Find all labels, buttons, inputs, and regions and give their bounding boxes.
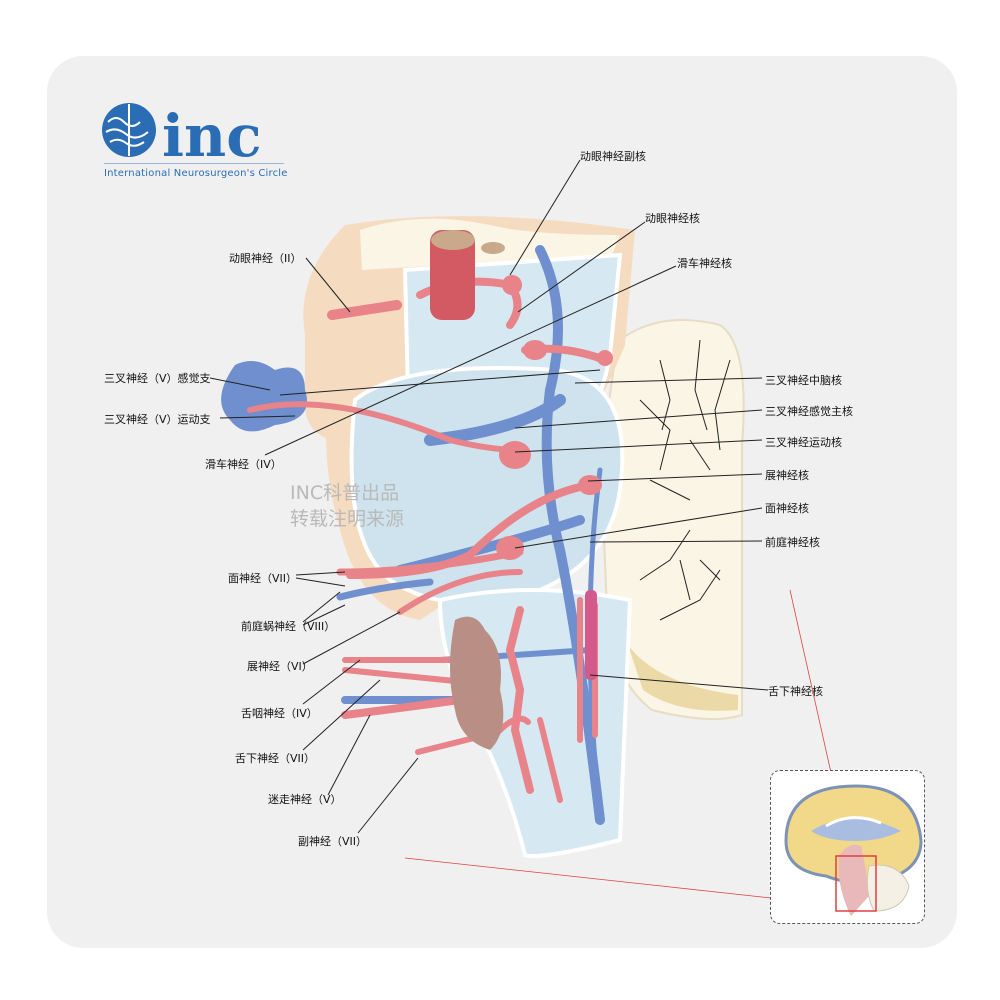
label-vestibular-nucleus: 前庭神经核 <box>765 536 820 549</box>
inc-logo: inc <box>102 102 262 170</box>
sagittal-brain-icon <box>784 784 923 916</box>
facial-nucleus-shape <box>496 536 524 560</box>
label-glossopharyngeal-nerve: 舌咽神经（IV） <box>241 707 318 720</box>
brain-overview-inset <box>770 770 925 924</box>
label-accessory-nerve: 副神经（VII） <box>298 835 368 848</box>
nuclei <box>430 230 613 750</box>
pointer-lines <box>209 159 769 834</box>
label-trigeminal-mesencephalic-nucleus: 三叉神经中脑核 <box>765 374 842 387</box>
trigeminal-ganglion <box>221 361 307 432</box>
label-trigeminal-principal-sensory-nucleus: 三叉神经感觉主核 <box>765 405 853 418</box>
abducens-nucleus-shape <box>578 475 602 495</box>
label-abducens-nerve: 展神经（VI） <box>247 660 313 673</box>
label-facial-nerve: 面神经（VII） <box>228 572 298 585</box>
label-trochlear-nerve: 滑车神经（IV） <box>205 458 282 471</box>
trochlear-nucleus-shape <box>523 340 547 360</box>
logo-wordmark: inc <box>162 102 262 170</box>
label-vagus-nerve: 迷走神经（V） <box>268 793 342 806</box>
label-hypoglossal-nerve: 舌下神经（VII） <box>235 752 316 765</box>
label-oculomotor-nucleus: 动眼神经核 <box>645 212 700 225</box>
red-nucleus <box>430 230 475 320</box>
trigeminal-motor-nucleus-shape <box>499 441 531 469</box>
label-abducens-nucleus: 展神经核 <box>765 469 809 482</box>
label-vestibulocochlear-nerve: 前庭蜗神经（VIII） <box>241 620 336 633</box>
hypoglossal-nucleus-shape <box>585 590 597 680</box>
edinger-westphal-nucleus <box>502 275 522 295</box>
label-trigeminal-motor: 三叉神经（V）运动支 <box>104 413 211 426</box>
logo-divider <box>104 163 284 164</box>
logo-tagline: International Neurosurgeon's Circle <box>104 168 288 179</box>
label-oculomotor-nerve: 动眼神经（II） <box>229 252 302 265</box>
watermark: INC科普出品 转载注明来源 <box>290 482 405 530</box>
brain-icon <box>102 103 156 157</box>
olive <box>450 616 504 750</box>
cerebellum <box>600 319 745 720</box>
label-trigeminal-motor-nucleus: 三叉神经运动核 <box>765 436 842 449</box>
label-trochlear-nucleus: 滑车神经核 <box>677 257 732 270</box>
label-edinger-westphal-nucleus: 动眼神经副核 <box>580 150 646 163</box>
superior-colliculus <box>431 230 475 250</box>
label-facial-nucleus: 面神经核 <box>765 502 809 515</box>
label-trigeminal-sensory: 三叉神经（V）感觉支 <box>104 372 211 385</box>
label-hypoglossal-nucleus: 舌下神经核 <box>768 685 823 698</box>
